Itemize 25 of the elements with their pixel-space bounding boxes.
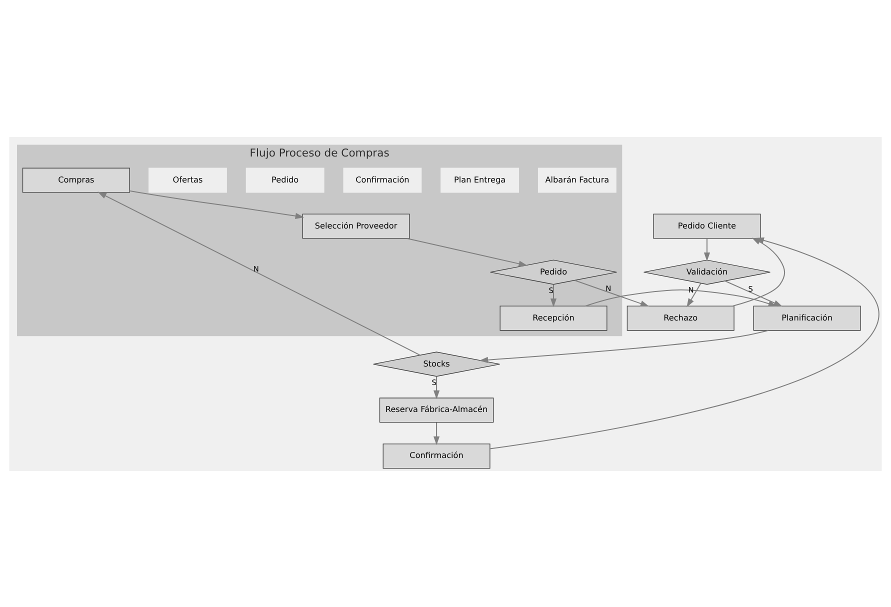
node-box: Compras — [22, 167, 130, 192]
node-diamond: Stocks — [372, 351, 500, 376]
node-box: Rechazo — [626, 305, 734, 330]
arrow — [479, 329, 768, 363]
arrow — [98, 191, 420, 356]
node-box: Ofertas — [148, 167, 227, 192]
node-box: Pedido — [246, 167, 324, 192]
arrow — [550, 284, 557, 307]
node-diamond: Validación — [643, 259, 771, 284]
arrow — [686, 282, 702, 307]
arrow — [433, 422, 440, 445]
arrow — [704, 238, 710, 261]
node-box: Confirmación — [343, 167, 422, 192]
node-box: Selección Proveedor — [302, 213, 410, 238]
node-box: Planificación — [753, 305, 861, 330]
node-box: Albarán Factura — [538, 167, 616, 192]
node-box: Pedido Cliente — [653, 213, 761, 238]
node-box: Confirmación — [382, 443, 490, 468]
node-box: Plan Entrega — [440, 167, 520, 192]
node-box: Recepción — [500, 305, 608, 330]
arrow — [433, 376, 440, 399]
arrow — [407, 237, 528, 266]
arrow — [574, 279, 650, 306]
arrow — [130, 190, 304, 219]
node-box: Reserva Fábrica-Almacén — [379, 397, 494, 422]
